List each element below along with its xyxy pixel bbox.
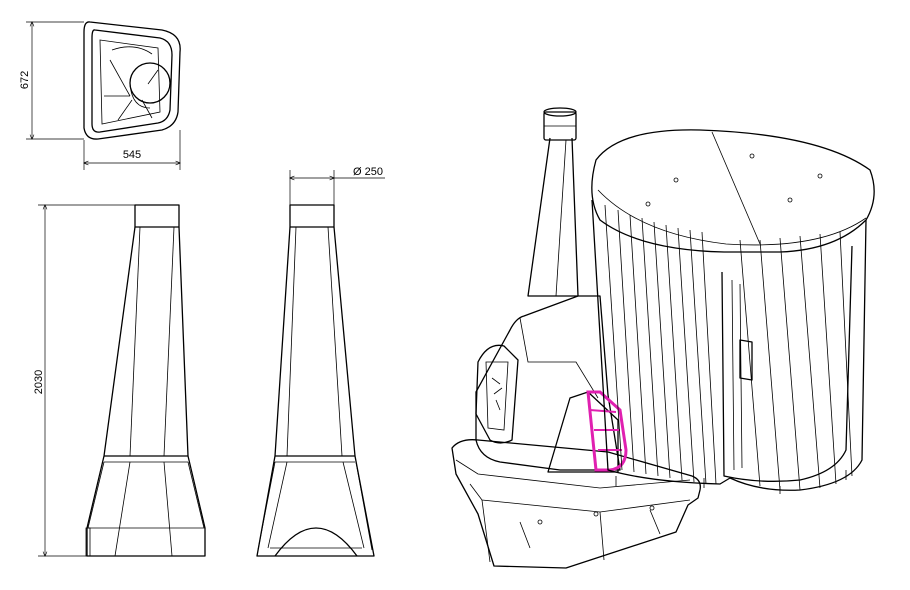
dim-height-label: 2030 [33,370,45,394]
dim-depth-label: 672 [19,71,31,89]
side-view: Ø 250 [256,166,385,557]
dim-flue-label: Ø 250 [353,166,383,178]
dim-width-label: 545 [123,149,141,161]
top-view: 545 672 [19,21,181,170]
isometric-assembly [451,107,875,569]
front-view: 2030 [33,204,206,557]
